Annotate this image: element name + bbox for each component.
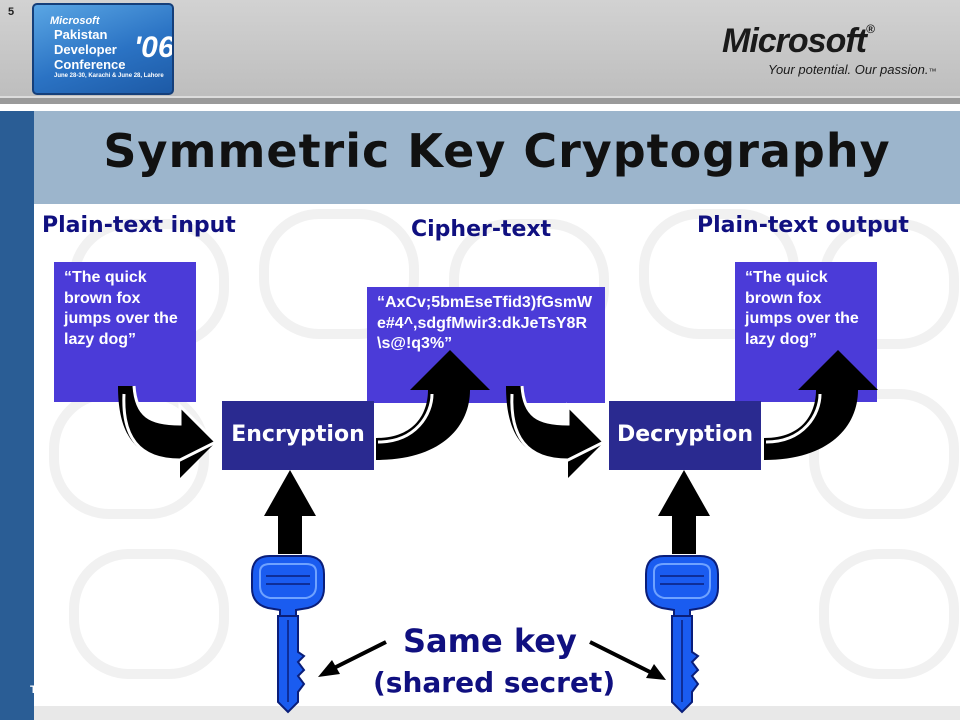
conference-logo-year: '06 [134, 31, 174, 64]
decryption-box: Decryption [609, 401, 761, 470]
bg-oval [809, 389, 959, 519]
microsoft-logo: Microsoft® [722, 22, 875, 61]
shared-secret-caption: (shared secret) [373, 666, 616, 699]
title-bar [34, 111, 960, 204]
left-accent-bar [0, 111, 34, 720]
conference-logo-dates: June 28-30, Karachi & June 28, Lahore [54, 73, 164, 79]
key-icon [645, 555, 719, 713]
bg-oval [69, 549, 229, 679]
curved-arrow-icon [116, 384, 218, 480]
arrow-up-icon [264, 470, 316, 554]
conference-logo-name: Pakistan Developer Conference [54, 27, 126, 72]
footer-bar [34, 706, 960, 720]
encryption-box: Encryption [222, 401, 374, 470]
footer-text: TechEd 2006 [30, 684, 97, 696]
background-pattern [49, 209, 959, 679]
trademark-mark: ™ [928, 67, 937, 76]
pointer-arrow-icon [589, 640, 666, 680]
arrow-up-icon [658, 470, 710, 554]
slide-title: Symmetric Key Cryptography [103, 124, 891, 178]
plain-text-output-box: “The quick brown fox jumps over the lazy… [735, 262, 877, 402]
microsoft-tagline: Your potential. Our passion.™ [768, 62, 936, 77]
cipher-text-box: “AxCv;5bmEseTfid3)fGsmWe#4^,sdgfMwir3:dk… [367, 287, 605, 403]
same-key-caption: Same key [403, 622, 577, 660]
bg-oval [259, 209, 419, 339]
conference-logo-line: Developer [54, 42, 117, 57]
conference-logo: Microsoft Pakistan Developer Conference … [32, 3, 174, 95]
conference-logo-line: Conference [54, 57, 126, 72]
plain-text-input-box: “The quick brown fox jumps over the lazy… [54, 262, 196, 402]
registered-mark: ® [866, 22, 875, 36]
bg-oval [819, 549, 959, 679]
cipher-text-label: Cipher-text [411, 217, 552, 242]
curved-arrow-icon [374, 348, 492, 462]
conference-logo-line: Pakistan [54, 27, 108, 42]
slide-number: 5 [8, 6, 15, 18]
key-icon [251, 555, 325, 713]
conference-logo-brand: Microsoft [50, 15, 100, 27]
header-divider [0, 96, 960, 104]
curved-arrow-icon [504, 384, 606, 480]
plain-text-output-label: Plain-text output [697, 213, 909, 238]
tagline-text: Your potential. Our passion. [768, 62, 929, 77]
plain-text-input-label: Plain-text input [42, 213, 236, 238]
curved-arrow-icon [762, 348, 880, 462]
pointer-arrow-icon [318, 640, 387, 677]
microsoft-wordmark: Microsoft [722, 22, 867, 60]
